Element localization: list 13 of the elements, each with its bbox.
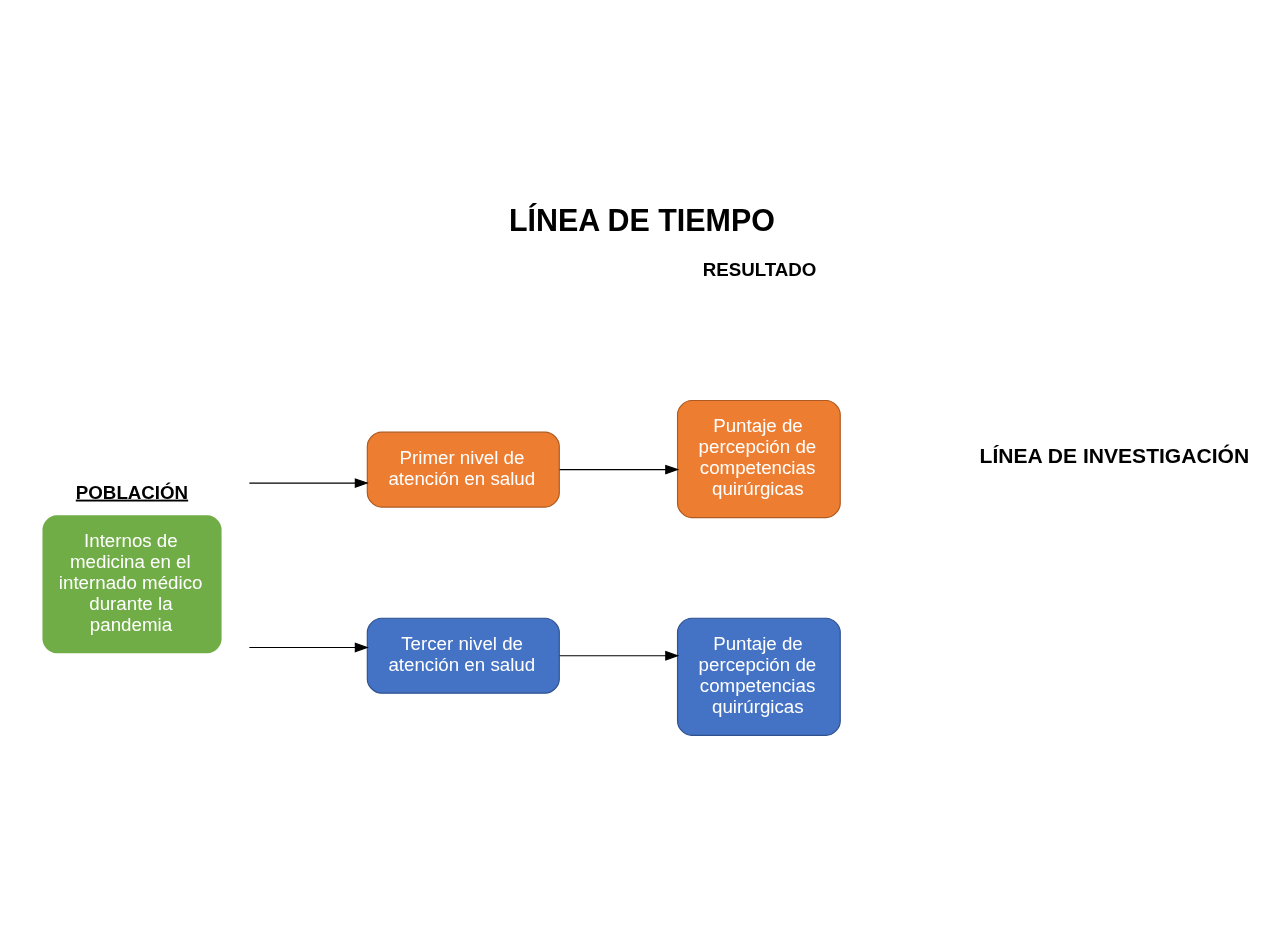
node-label: POBLACIÓN xyxy=(75,481,189,503)
node-box: Tercer nivel de atención en salud xyxy=(366,617,560,694)
label: LÍNEA DE INVESTIGACIÓN xyxy=(979,444,1250,468)
arrow xyxy=(559,464,680,475)
arrow xyxy=(248,642,369,653)
arrow xyxy=(248,478,369,488)
arrow xyxy=(559,650,680,661)
node-box: Primer nivel de atención en salud xyxy=(366,431,560,508)
node-box: Puntaje de percepción de competencias quirúrgicas xyxy=(676,399,841,519)
diagram-title: LÍNEA DE TIEMPO xyxy=(508,202,775,237)
label: RESULTADO xyxy=(702,259,817,281)
node-box: Internos de medicina en el internado médico durante la pandemia xyxy=(42,515,222,654)
node-box: Puntaje de percepción de competencias quirúrgicas xyxy=(676,617,841,736)
